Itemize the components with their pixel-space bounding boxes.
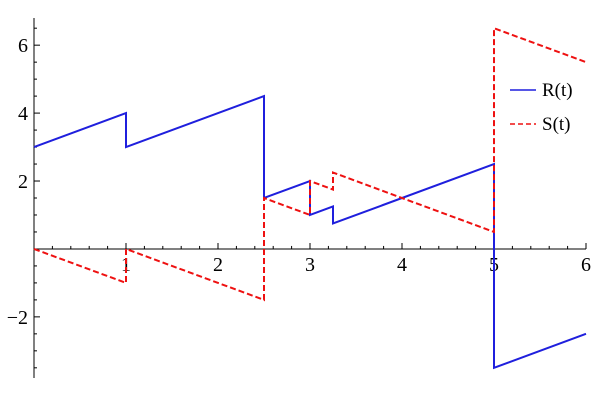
x-tick-label: 3 — [305, 254, 315, 276]
legend-label: R(t) — [542, 80, 573, 101]
x-tick-label: 6 — [581, 254, 591, 276]
x-tick-label: 1 — [121, 254, 131, 276]
legend: R(t) S(t) — [510, 80, 573, 135]
series-line-1 — [33, 94, 587, 370]
series-line-2 — [33, 26, 587, 302]
y-tick-label: 2 — [18, 171, 28, 193]
y-tick-label: −2 — [7, 307, 28, 329]
y-tick-label: 4 — [18, 103, 28, 125]
x-tick-label: 2 — [213, 254, 223, 276]
series-lines — [33, 26, 587, 370]
x-tick-label: 4 — [397, 254, 407, 276]
legend-label: S(t) — [542, 114, 571, 135]
y-tick-label: 6 — [18, 35, 28, 57]
